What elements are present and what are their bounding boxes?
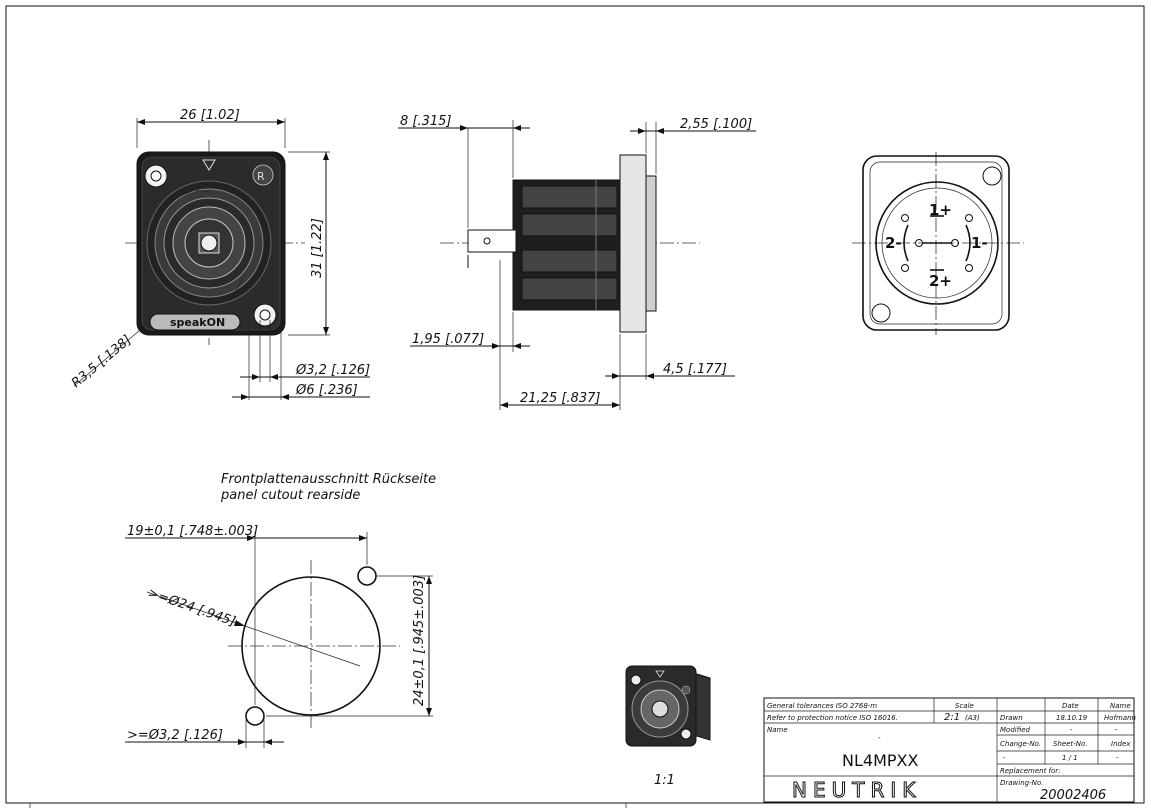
tb-modified-date: - — [1070, 726, 1073, 734]
cutout-title-en: panel cutout rearside — [220, 488, 360, 503]
tb-name-field-value: - — [878, 734, 881, 742]
tb-drawn-label: Drawn — [1000, 714, 1023, 722]
tb-change-label: Change-No. — [1000, 740, 1041, 748]
tb-protection: Refer to protection notice ISO 16016. — [767, 714, 898, 722]
isometric-thumbnail: 1:1 — [625, 665, 711, 788]
title-block: General tolerances ISO 2768-m Refer to p… — [763, 697, 1136, 803]
tb-modified-name: - — [1115, 726, 1118, 734]
tb-sheet-label: Sheet-No. — [1053, 740, 1088, 748]
pin-label-1plus: 1+ — [929, 201, 952, 219]
tb-drawn-date: 18.10.19 — [1056, 714, 1088, 722]
front-view: R speakON 26 [1.02] 31 [1.22] R3,5 [.138… — [69, 108, 370, 400]
tb-scale-value: 2:1 — [944, 712, 960, 723]
tb-sheet-size: (A3) — [965, 714, 980, 722]
tb-drawing-number: 20002406 — [1040, 788, 1106, 803]
speakon-label: speakON — [170, 316, 225, 329]
scale-note: 1:1 — [654, 773, 675, 788]
tb-change-value: - — [1003, 754, 1006, 762]
tb-index-value: - — [1116, 754, 1119, 762]
tb-modified-label: Modified — [1000, 726, 1031, 734]
dim-flange-45: 4,5 [.177] — [663, 362, 727, 377]
dim-pin-195: 1,95 [.077] — [412, 332, 484, 347]
dim-depth-8: 8 [.315] — [400, 114, 452, 129]
dim-cutout-hole: >=Ø3,2 [.126] — [127, 728, 223, 743]
sheet-border — [5, 5, 1145, 804]
pin-label-2minus: 2- — [885, 234, 902, 252]
tb-name-field-label: Name — [767, 726, 788, 734]
dim-cutout-dia24: >=Ø24 [.945] — [146, 586, 238, 630]
pin-label-2plus: 2+ — [929, 272, 952, 290]
company-logo: NEUTRIK — [792, 778, 921, 802]
svg-text:R: R — [257, 170, 265, 183]
dim-hole-32: Ø3,2 [.126] — [295, 363, 370, 378]
tb-replacement-label: Replacement for: — [1000, 767, 1061, 775]
dim-length-2125: 21,25 [.837] — [520, 391, 600, 406]
side-view: 8 [.315] 2,55 [.100] 1,95 [.077] 4,5 [.1… — [398, 114, 756, 410]
dim-width-26: 26 [1.02] — [180, 108, 240, 123]
dim-cutout-24v: 24±0,1 [.945±.003] — [412, 575, 427, 706]
tb-name-label: Name — [1110, 702, 1131, 710]
tb-drawing-label: Drawing-No. — [1000, 779, 1043, 787]
cutout-title-de: Frontplattenausschnitt Rückseite — [221, 472, 436, 487]
tb-scale-label: Scale — [955, 702, 974, 710]
tb-sheet-value: 1 / 1 — [1062, 754, 1078, 762]
dim-height-31: 31 [1.22] — [310, 218, 325, 278]
tb-index-label: Index — [1111, 740, 1131, 748]
tb-tolerances: General tolerances ISO 2768-m — [767, 702, 877, 710]
rear-view: 1+ 1- 2+ 2- — [852, 152, 1024, 335]
pin-label-1minus: 1- — [971, 234, 988, 252]
dim-radius: R3,5 [.138] — [69, 333, 135, 391]
dim-hole-6: Ø6 [.236] — [295, 383, 358, 398]
panel-cutout: Frontplattenausschnitt Rückseite panel c… — [125, 472, 436, 748]
dim-flange-255: 2,55 [.100] — [680, 117, 752, 132]
tb-drawn-name: Hofmann — [1104, 714, 1136, 722]
tb-date-label: Date — [1062, 702, 1079, 710]
dim-cutout-19: 19±0,1 [.748±.003] — [127, 524, 258, 539]
tb-part-number: NL4MPXX — [842, 751, 918, 770]
